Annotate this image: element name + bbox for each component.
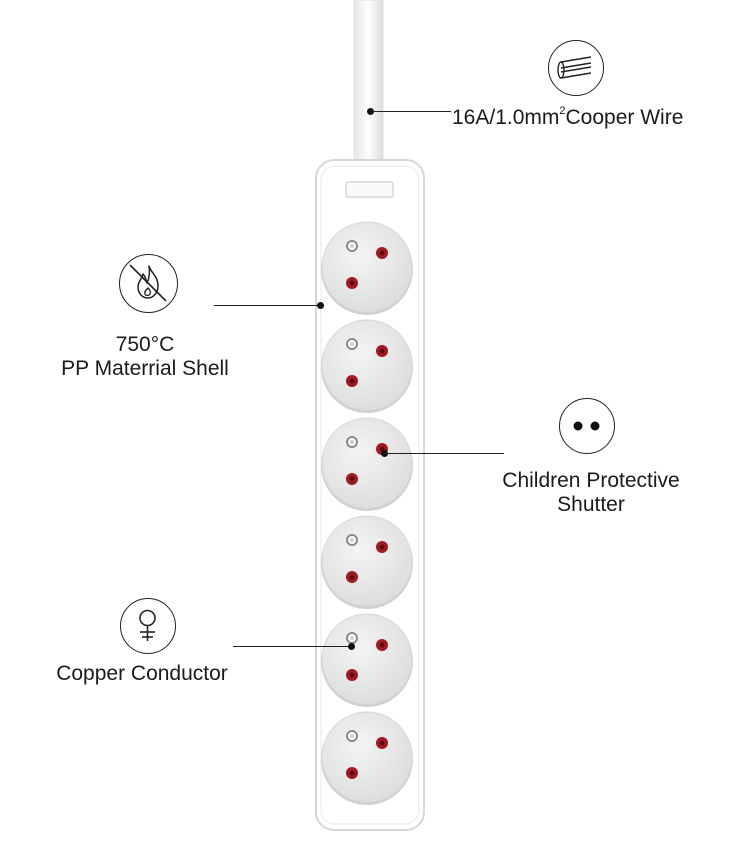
earth-pin-center (350, 244, 354, 248)
wire-material-text: Cooper Wire (565, 106, 684, 129)
shutter-text-line2: Shutter (557, 493, 625, 516)
pin-hole-upper-core (379, 348, 385, 354)
socket-holes-icon (559, 398, 615, 454)
conductor-callout-dot (348, 643, 355, 650)
socket-6 (321, 711, 413, 805)
pin-hole-upper-core (379, 250, 385, 256)
shell-callout-dot (317, 302, 324, 309)
wire-spec-text: 16A/1.0mm (452, 106, 560, 129)
wire-callout-dot (367, 108, 374, 115)
socket-face (321, 613, 413, 705)
wire-cable-icon (548, 40, 604, 96)
copper-conductor-icon (120, 598, 176, 654)
shutter-callout-label: Children Protective Shutter (476, 469, 706, 517)
socket-face (321, 221, 413, 313)
shutter-callout-dot (381, 450, 388, 457)
earth-pin-center (350, 440, 354, 444)
shutter-callout-line (385, 453, 504, 454)
strip-inner-edge (320, 165, 420, 825)
earth-pin-center (350, 538, 354, 542)
pin-hole-lower-core (349, 770, 355, 776)
socket-group (321, 221, 413, 805)
socket-3 (321, 417, 413, 511)
pin-hole-lower-core (349, 672, 355, 678)
earth-pin-center (350, 734, 354, 738)
shutter-text-line1: Children Protective (502, 469, 680, 492)
pin-hole-lower-core (349, 378, 355, 384)
wire-spec-superscript: 2 (559, 105, 566, 117)
strip-top-slot (345, 181, 394, 198)
conductor-callout-line (233, 646, 351, 647)
socket-1 (321, 221, 413, 315)
shell-temperature-text: 750°C (115, 333, 175, 356)
earth-pin-center (350, 636, 354, 640)
socket-face (321, 417, 413, 509)
shell-material-text: PP Materrial Shell (61, 357, 229, 380)
pin-hole-upper-core (379, 642, 385, 648)
power-cable (353, 0, 384, 173)
socket-face (321, 319, 413, 411)
fire-resistant-icon (119, 254, 178, 313)
earth-pin-center (350, 342, 354, 346)
socket-face (321, 711, 413, 803)
conductor-text: Copper Conductor (56, 662, 228, 685)
wire-callout-line (371, 111, 451, 112)
pin-hole-lower-core (349, 476, 355, 482)
socket-5 (321, 613, 413, 707)
pin-hole-lower-core (349, 280, 355, 286)
socket-2 (321, 319, 413, 413)
pin-hole-lower-core (349, 574, 355, 580)
shell-callout-label: 750°C PP Materrial Shell (30, 333, 260, 381)
socket-4 (321, 515, 413, 609)
wire-callout-label: 16A/1.0mm2Cooper Wire (452, 99, 683, 130)
conductor-callout-label: Copper Conductor (28, 662, 256, 686)
pin-hole-upper-core (379, 544, 385, 550)
shell-callout-line (214, 305, 320, 306)
pin-hole-upper-core (379, 740, 385, 746)
socket-face (321, 515, 413, 607)
